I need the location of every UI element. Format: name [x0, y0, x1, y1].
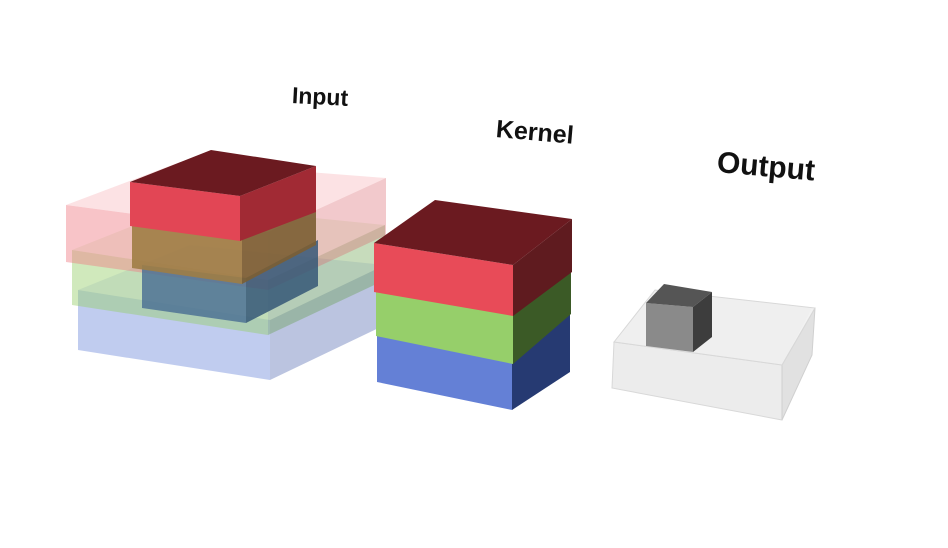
kernel-red-layer	[374, 200, 572, 316]
input-volume	[66, 150, 386, 380]
output-cell	[646, 284, 712, 352]
output-volume	[611, 284, 816, 421]
input-window-red	[130, 150, 316, 241]
input-label: Input	[291, 82, 349, 111]
kernel-cube	[374, 200, 572, 410]
kernel-label: Kernel	[494, 115, 575, 150]
output-plane	[611, 289, 816, 421]
